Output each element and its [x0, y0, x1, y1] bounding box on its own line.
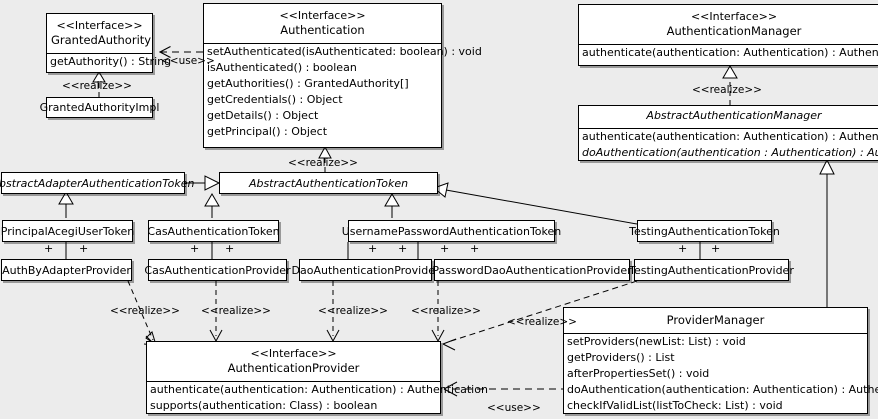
class-member: authenticate(authentication: Authenticat…	[582, 130, 878, 143]
class-box-granted-authority[interactable]: <<Interface>> GrantedAuthority getAuthor…	[46, 13, 172, 73]
assoc-plus: +	[79, 242, 89, 255]
assoc-plus: +	[225, 242, 235, 255]
class-member: doAuthentication(authentication: Authent…	[567, 383, 878, 396]
class-box-cas-authentication-provider[interactable]: CasAuthenticationProvider	[144, 259, 291, 281]
class-box-username-password-authentication-token[interactable]: UsernamePasswordAuthenticationToken	[342, 220, 561, 242]
class-box-authentication[interactable]: <<Interface>> Authentication setAuthenti…	[203, 3, 482, 148]
class-member: getPrincipal() : Object	[207, 125, 328, 138]
class-name: GrantedAuthority	[51, 33, 152, 47]
class-box-authentication-provider[interactable]: <<Interface>> AuthenticationProvider aut…	[146, 341, 488, 414]
class-member: setAuthenticated(isAuthenticated: boolea…	[207, 45, 482, 58]
class-box-abstract-authentication-token[interactable]: AbstractAuthenticationToken	[219, 172, 438, 194]
assoc-plus: +	[711, 242, 721, 255]
class-box-provider-manager[interactable]: ProviderManager setProviders(newList: Li…	[563, 307, 878, 414]
assoc-plus: +	[470, 242, 480, 255]
class-name: TestingAuthenticationProvider	[629, 263, 794, 277]
class-box-password-dao-authentication-provider[interactable]: PasswordDaoAuthenticationProvider	[432, 259, 632, 281]
class-box-testing-authentication-provider[interactable]: TestingAuthenticationProvider	[629, 259, 794, 281]
class-members: setAuthenticated(isAuthenticated: boolea…	[204, 43, 482, 140]
assoc-plus: +	[440, 242, 450, 255]
class-box-cas-authentication-token[interactable]: CasAuthenticationToken	[147, 220, 280, 242]
class-header: ProviderManager	[564, 308, 867, 333]
class-member: doAuthentication(authentication : Authen…	[582, 146, 878, 159]
class-name: PasswordDaoAuthenticationProvider	[432, 263, 632, 277]
edge-label-realize-casauthenticationprovider: <<realize>>	[201, 305, 271, 317]
class-name: TestingAuthenticationToken	[629, 224, 780, 238]
edge-label-realize-abstractauthenticationtoken: <<realize>>	[288, 157, 358, 169]
class-member: authenticate(authentication: Authenticat…	[582, 46, 878, 59]
class-header: <<Interface>> Authentication	[204, 4, 441, 43]
class-box-abstract-authentication-manager[interactable]: AbstractAuthenticationManager authentica…	[578, 105, 878, 161]
class-members: getAuthority() : String	[47, 53, 172, 70]
class-member: getAuthority() : String	[50, 55, 172, 68]
edge-label-realize-testingauthenticationprovider: <<realize>>	[507, 316, 577, 328]
edge-label-realize-authbyadapterprovider: <<realize>>	[110, 305, 180, 317]
class-stereotype: <<Interface>>	[56, 19, 143, 32]
class-stereotype: <<Interface>>	[279, 9, 366, 22]
class-member: checkIfValidList(listToCheck: List) : vo…	[567, 399, 783, 412]
edge-label-realize-passworddaoauthenticationprovider: <<realize>>	[411, 305, 481, 317]
class-member: getDetails() : Object	[207, 109, 319, 122]
class-name: AbstractAdapterAuthenticationToken	[0, 176, 195, 190]
class-member: getAuthorities() : GrantedAuthority[]	[207, 77, 409, 90]
class-name: CasAuthenticationProvider	[144, 263, 291, 277]
class-name: AbstractAuthenticationManager	[646, 109, 822, 122]
class-name: ProviderManager	[666, 313, 765, 327]
class-name: Authentication	[280, 23, 365, 37]
class-box-abstract-adapter-authentication-token[interactable]: AbstractAdapterAuthenticationToken	[0, 172, 194, 194]
class-name: PrincipalAcegiUserToken	[0, 224, 135, 238]
class-box-dao-authentication-provider[interactable]: DaoAuthenticationProvider	[292, 259, 440, 281]
class-members: authenticate(authentication: Authenticat…	[147, 381, 488, 414]
class-name: GrantedAuthorityImpl	[39, 101, 160, 114]
assoc-plus: +	[678, 242, 688, 255]
class-header: AbstractAuthenticationManager	[579, 106, 878, 128]
class-header: <<Interface>> GrantedAuthority	[47, 14, 152, 53]
class-name: UsernamePasswordAuthenticationToken	[341, 224, 562, 238]
edge-label-realize-grantedauthorityimpl: <<realize>>	[62, 80, 132, 92]
assoc-plus: +	[44, 242, 54, 255]
assoc-plus: +	[190, 242, 200, 255]
class-member: setProviders(newList: List) : void	[567, 335, 746, 348]
assoc-plus: +	[368, 242, 378, 255]
class-stereotype: <<Interface>>	[690, 10, 778, 23]
edge-label-realize-abstractauthenticationmanager: <<realize>>	[692, 84, 762, 96]
class-name: AuthenticationProvider	[227, 361, 360, 375]
class-members: setProviders(newList: List) : void getPr…	[564, 333, 878, 414]
edge-label-realize-daoauthenticationprovider: <<realize>>	[318, 305, 388, 317]
class-member: supports(authentication: Class) : boolea…	[150, 399, 378, 412]
class-name: CasAuthenticationToken	[147, 224, 280, 238]
class-member: authenticate(authentication: Authenticat…	[150, 383, 488, 396]
class-name: AbstractAuthenticationToken	[248, 176, 409, 190]
class-box-testing-authentication-token[interactable]: TestingAuthenticationToken	[629, 220, 780, 242]
edge-label-use-grantedauthority: <<use>>	[161, 55, 215, 67]
class-member: getCredentials() : Object	[207, 93, 343, 106]
edge-label-use-providermanager: <<use>>	[487, 402, 541, 414]
class-box-granted-authority-impl[interactable]: GrantedAuthorityImpl	[40, 97, 159, 118]
class-members: authenticate(authentication: Authenticat…	[579, 44, 878, 61]
class-member: isAuthenticated() : boolean	[207, 61, 357, 74]
class-header: <<Interface>> AuthenticationManager	[579, 5, 878, 44]
class-name: AuthenticationManager	[666, 24, 802, 38]
class-name: AuthByAdapterProvider	[2, 263, 131, 277]
class-name: DaoAuthenticationProvider	[291, 263, 440, 277]
assoc-plus: +	[398, 242, 408, 255]
class-member: getProviders() : List	[567, 351, 675, 364]
class-member: afterPropertiesSet() : void	[567, 367, 710, 380]
class-box-auth-by-adapter-provider[interactable]: AuthByAdapterProvider	[1, 259, 132, 281]
class-box-principal-acegi-user-token[interactable]: PrincipalAcegiUserToken	[1, 220, 134, 242]
class-stereotype: <<Interface>>	[250, 347, 337, 360]
class-header: <<Interface>> AuthenticationProvider	[147, 342, 440, 381]
class-box-authentication-manager[interactable]: <<Interface>> AuthenticationManager auth…	[578, 4, 878, 66]
class-members: authenticate(authentication: Authenticat…	[579, 128, 878, 161]
